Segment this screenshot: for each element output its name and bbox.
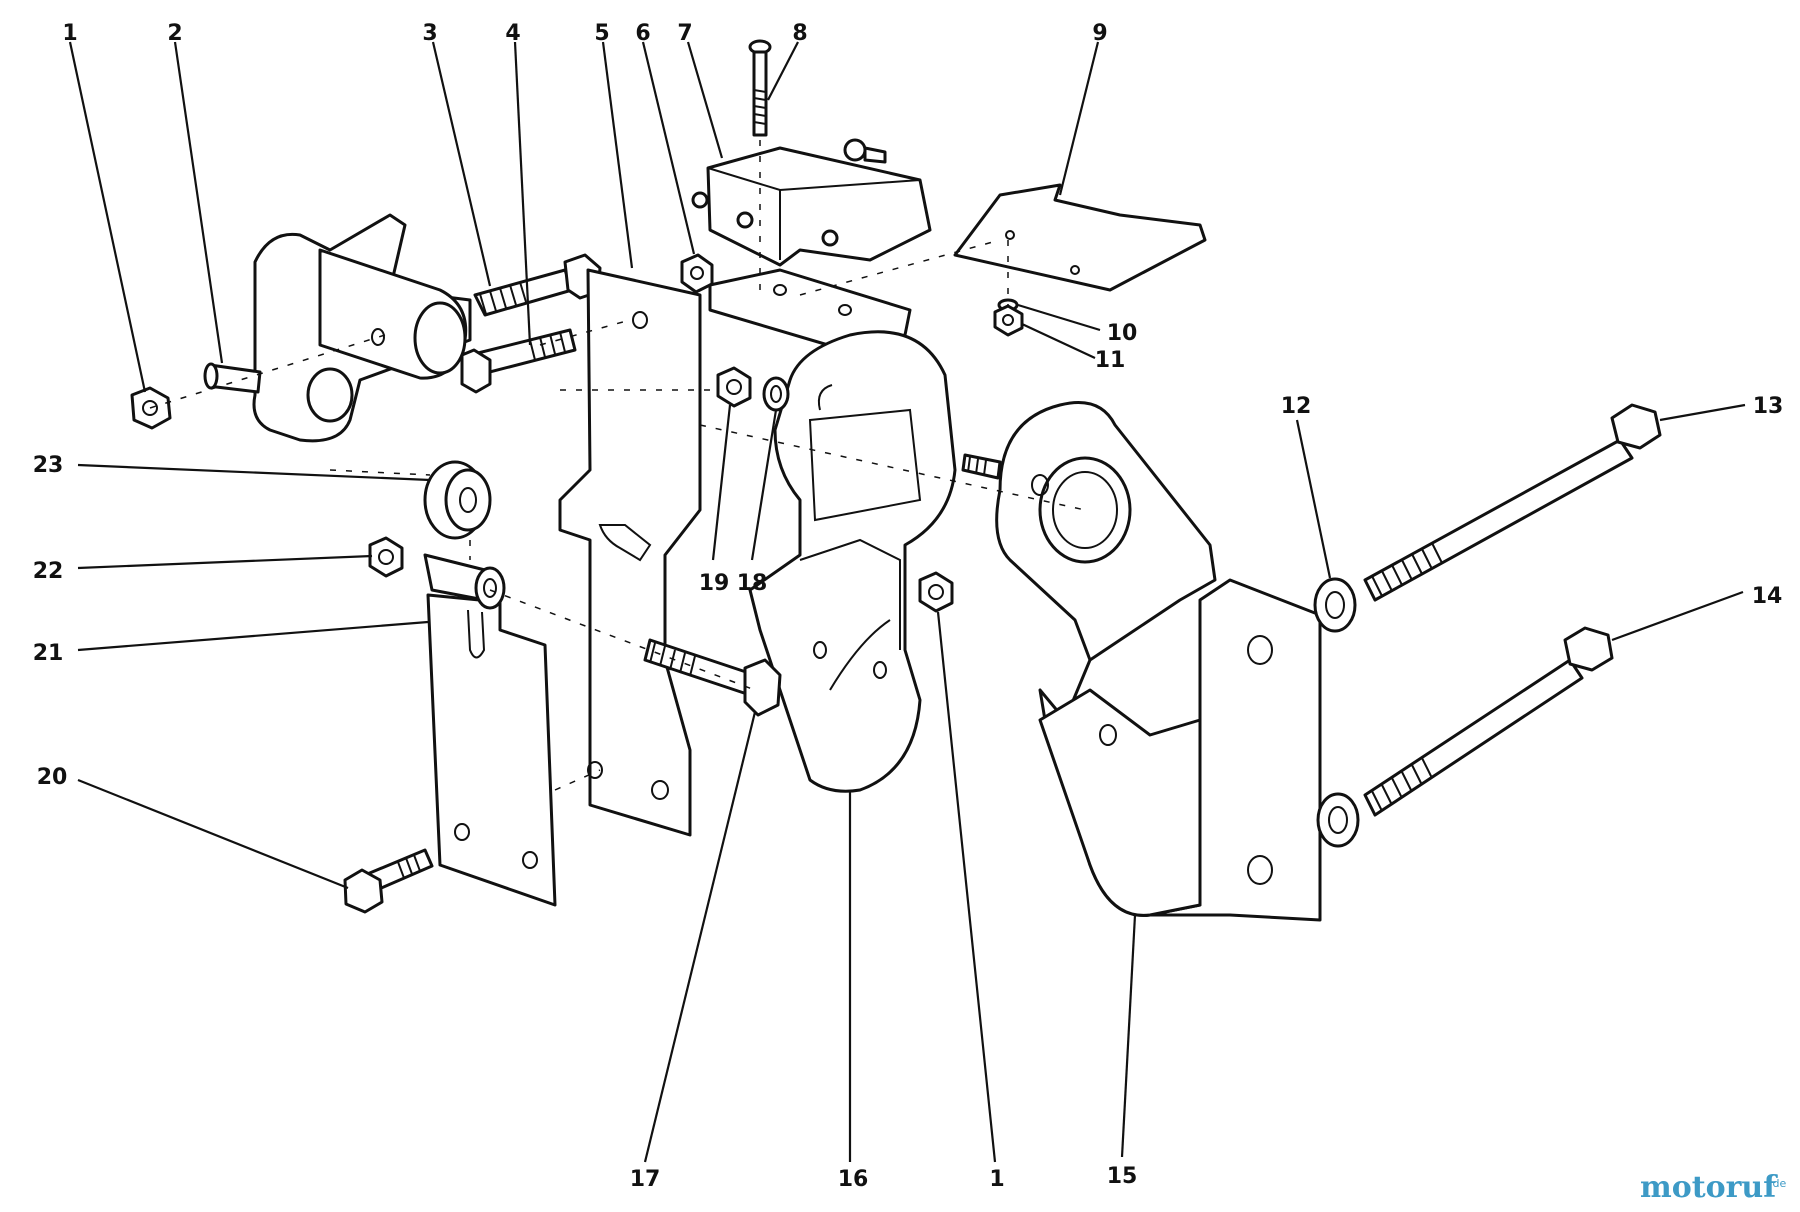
- part-19-nut: [716, 366, 752, 408]
- callout-4: 4: [505, 21, 520, 46]
- leader-11: [1021, 323, 1096, 359]
- part-9-flat-plate: [953, 183, 1207, 292]
- callout-1-top: 1: [62, 21, 77, 46]
- watermark-name: motoruf: [1640, 1170, 1778, 1205]
- leader-1-top: [68, 41, 147, 393]
- part-11-nut: [993, 304, 1024, 337]
- callout-21: 21: [33, 641, 64, 666]
- callout-23: 23: [33, 453, 64, 478]
- callout-15: 15: [1107, 1164, 1138, 1189]
- part-20-hex-bolt: [343, 848, 434, 914]
- part-1-hex-nut-second: [918, 571, 954, 613]
- watermark-logo: motoruf .de: [1640, 1170, 1786, 1205]
- callout-17: 17: [630, 1167, 661, 1192]
- leader-15: [1120, 914, 1137, 1158]
- watermark-suffix: .de: [1769, 1177, 1786, 1190]
- callout-18: 18: [737, 571, 768, 596]
- part-15-stud: [961, 453, 1002, 480]
- leader-2: [173, 41, 224, 364]
- leader-13: [1659, 403, 1746, 422]
- callout-8: 8: [792, 21, 807, 46]
- callouts: 1 2 3 4 5 6 7 8 9 10 11 12 13 14 15 16 1: [33, 21, 1784, 1192]
- part-14-washer: [1316, 792, 1360, 848]
- alignment-lines: [149, 140, 1086, 791]
- parts-drawing: [130, 39, 1662, 922]
- callout-2: 2: [167, 21, 182, 46]
- part-3-long-bolt: [473, 253, 602, 317]
- part-2-pivot-bracket: [203, 213, 472, 443]
- leader-17: [643, 711, 757, 1163]
- part-17-hex-bolt: [643, 638, 782, 717]
- leader-7: [686, 41, 724, 159]
- callout-5: 5: [594, 21, 609, 46]
- callout-14: 14: [1752, 584, 1783, 609]
- part-roller-spacer: [423, 553, 506, 610]
- leader-6: [641, 41, 696, 255]
- part-22-nut: [368, 536, 404, 578]
- callout-11: 11: [1095, 348, 1126, 373]
- leader-12: [1295, 419, 1332, 579]
- callout-13: 13: [1753, 394, 1784, 419]
- callout-7: 7: [677, 21, 692, 46]
- leader-23: [77, 463, 431, 482]
- leader-19: [711, 404, 732, 561]
- callout-20: 20: [37, 765, 68, 790]
- leader-4: [513, 41, 532, 346]
- part-14-long-bolt: [1363, 626, 1614, 817]
- leader-5: [601, 41, 634, 269]
- leader-20: [77, 778, 349, 890]
- leader-10: [1017, 303, 1101, 332]
- leader-21: [77, 620, 429, 652]
- leader-8: [767, 41, 799, 101]
- leader-9: [1058, 41, 1100, 196]
- callout-12: 12: [1281, 394, 1312, 419]
- callout-22: 22: [33, 559, 64, 584]
- part-13-long-bolt: [1363, 403, 1662, 602]
- part-5-mounting-plate: [558, 268, 702, 837]
- part-6-small-nut: [680, 253, 714, 294]
- leader-3: [431, 41, 492, 287]
- callout-3: 3: [422, 21, 437, 46]
- part-21-small-plate: [426, 593, 557, 907]
- part-18-washer: [762, 376, 790, 412]
- part-23-bearing: [423, 460, 492, 540]
- part-7-switch-block: [691, 138, 932, 267]
- leader-14: [1611, 590, 1744, 642]
- leader-22: [77, 554, 373, 570]
- leader-1-bottom: [936, 611, 997, 1163]
- callout-1-bottom: 1: [989, 1167, 1004, 1192]
- part-15-main-bracket: [995, 401, 1322, 922]
- callout-19: 19: [699, 571, 730, 596]
- callout-16: 16: [838, 1167, 869, 1192]
- part-12-washer: [1313, 577, 1357, 633]
- leader-18: [750, 409, 778, 561]
- callout-6: 6: [635, 21, 650, 46]
- callout-9: 9: [1092, 21, 1107, 46]
- part-16-swing-bracket: [748, 330, 957, 793]
- part-8-screw: [748, 39, 772, 137]
- callout-10: 10: [1107, 321, 1138, 346]
